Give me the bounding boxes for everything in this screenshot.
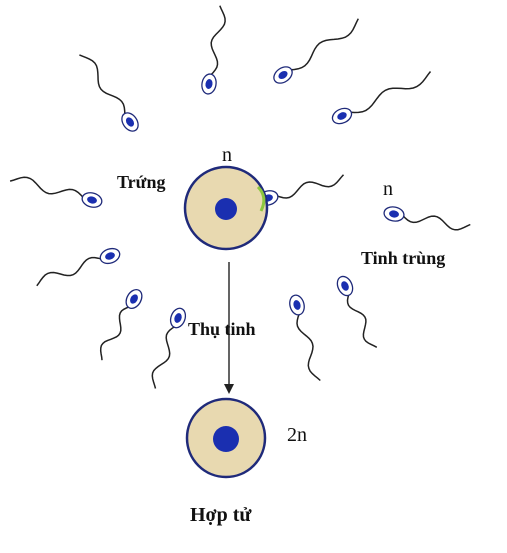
fertilization-arrow: [224, 262, 234, 394]
sperm-nucleus: [278, 70, 288, 80]
sperm-nucleus: [125, 117, 135, 127]
zygote-ploidy-label: 2n: [287, 424, 307, 446]
fertilization-label: Thụ tinh: [188, 319, 256, 339]
sperm-entry-mark: [256, 185, 266, 212]
sperm-cell: [289, 294, 321, 382]
sperm-nucleus: [337, 112, 347, 120]
sperm-ploidy-label: n: [383, 178, 393, 200]
sperm-tail: [276, 174, 345, 199]
sperm-cell: [273, 18, 359, 84]
sperm-cell: [257, 174, 345, 206]
sperm-nucleus: [341, 281, 349, 291]
sperm-nucleus: [389, 210, 399, 218]
sperm-tail: [402, 215, 471, 231]
sperm-cell: [79, 54, 139, 132]
sperm-cell: [36, 247, 121, 287]
sperm-cell: [99, 289, 143, 361]
sperm-tail: [346, 293, 378, 348]
egg-label: Trứng: [117, 172, 166, 192]
sperm-cell: [383, 206, 471, 231]
sperm-tail: [99, 306, 130, 361]
sperm-tail: [79, 54, 126, 115]
sperm-nucleus: [174, 313, 182, 323]
sperm-nucleus: [105, 252, 115, 260]
egg-cell: [183, 165, 269, 251]
egg-nucleus: [215, 198, 237, 220]
sperm-cell: [331, 71, 432, 125]
zygote-cell: [185, 397, 267, 479]
sperm-cell: [201, 5, 226, 95]
sperm-tail: [9, 176, 84, 199]
sperm-cell: [151, 307, 187, 389]
sperm-nucleus: [205, 79, 213, 89]
sperm-cell: [336, 275, 378, 348]
sperm-tail: [36, 256, 102, 287]
sperm-nucleus: [130, 294, 138, 304]
egg-ploidy-label: n: [222, 144, 232, 166]
sperm-nucleus: [293, 300, 301, 310]
sperm-tail: [296, 313, 321, 382]
sperm-tail: [350, 71, 432, 114]
zygote-nucleus: [213, 426, 239, 452]
sperm-cell: [9, 176, 103, 208]
zygote-label: Hợp tử: [190, 504, 252, 526]
sperm-tail: [151, 325, 176, 389]
sperm-nucleus: [87, 196, 97, 204]
sperm-tail: [210, 5, 226, 76]
sperm-tail: [290, 18, 359, 71]
sperm-label: Tinh trùng: [361, 248, 446, 268]
